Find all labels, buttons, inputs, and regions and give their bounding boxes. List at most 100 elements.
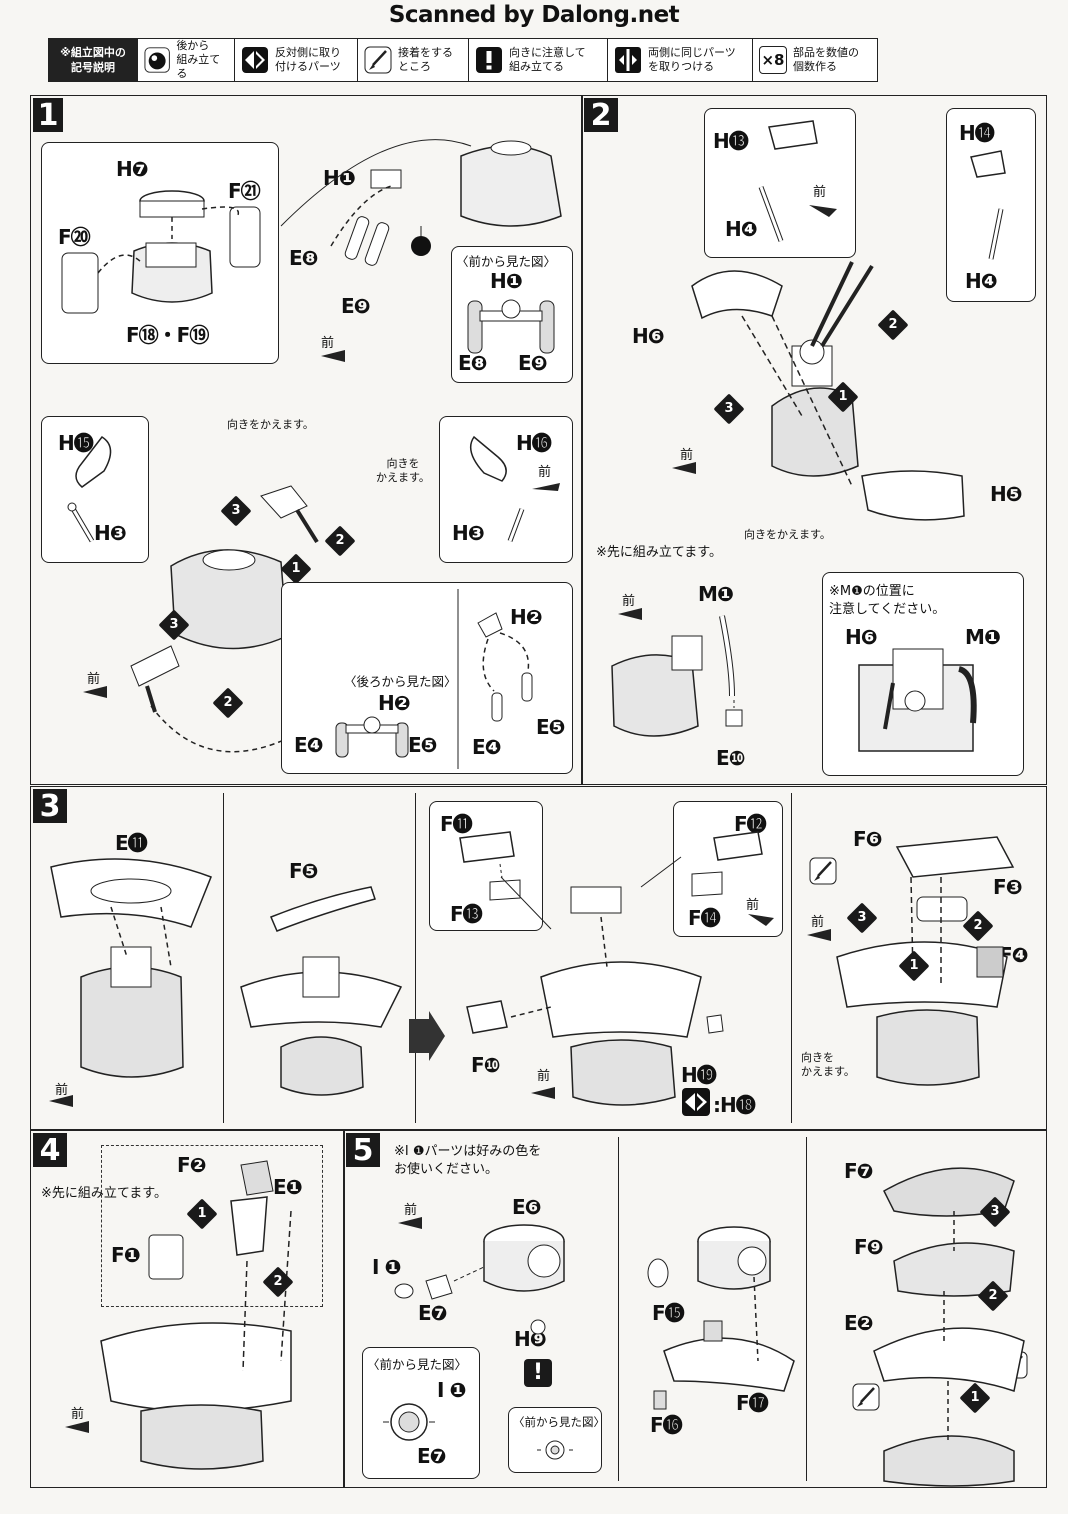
step-1-order-3a: 3 <box>220 495 252 527</box>
orientation-warning-icon: ! <box>524 1359 552 1387</box>
part-label-h6: H❻ <box>632 324 665 348</box>
turret-body-sketch-2 <box>691 261 965 521</box>
part-label-h3: H❸ <box>94 521 127 545</box>
step-1-order-1: 1 <box>280 553 312 585</box>
step-3-f11-box: F⓫ F⓭ <box>429 801 543 931</box>
part-label-e4-back: E❹ <box>294 733 324 757</box>
step-3-number: 3 <box>33 789 67 824</box>
step-1-h16-box: 向きを かえます。 H⓰ H❸ 前 <box>376 416 573 563</box>
front-label-3c: 前 <box>537 1069 551 1084</box>
legend-item-both-sides: 両側に同じパーツ を取りつける <box>608 38 753 82</box>
turret-top-stack-sketch <box>873 1167 1025 1487</box>
front-view-caption-5a: 〈前から見た図〉 <box>367 1357 468 1372</box>
legend-item-assemble-later: 後から 組み立てる <box>138 38 235 82</box>
part-label-f3: F❸ <box>993 875 1023 899</box>
part-label-h1: H❶ <box>323 166 356 190</box>
front-label-2b: 前 <box>680 448 694 463</box>
front-direction-arrow <box>321 350 345 362</box>
m1-note-sketch <box>858 648 977 752</box>
front-label-3d: 前 <box>811 915 825 930</box>
step-4-number: 4 <box>33 1133 67 1168</box>
step-4-pre-assembly-area <box>101 1145 323 1307</box>
front-label-5: 前 <box>404 1203 418 1218</box>
part-label-e11: E⓫ <box>115 831 148 855</box>
front-label-1b: 前 <box>538 465 552 480</box>
turret-body-sketch-3d <box>836 836 1015 1086</box>
part-label-e4: E❹ <box>472 735 502 759</box>
part-label-f7: F❼ <box>844 1159 874 1183</box>
front-label-1c: 前 <box>87 672 101 687</box>
step-5-number: 5 <box>346 1133 380 1168</box>
part-label-h3b: H❸ <box>452 521 485 545</box>
front-direction-arrow-2c <box>618 608 642 620</box>
front-direction-arrow-2b <box>672 462 696 474</box>
legend-text-6: 部品を数値の 個数作る <box>793 46 859 73</box>
front-direction-arrow-3d <box>807 929 831 941</box>
step-1-order-2b: 2 <box>212 687 244 719</box>
legend-item-quantity: ×8 部品を数値の 個数作る <box>753 38 878 82</box>
front-direction-arrow-4 <box>65 1421 89 1433</box>
part-label-f12: F⓬ <box>734 812 767 836</box>
f12-sketch <box>691 831 774 926</box>
part-label-f9: F❾ <box>854 1235 884 1259</box>
step-3-divider-2 <box>415 793 416 1123</box>
part-label-m1-note: M❶ <box>965 625 1001 649</box>
part-label-e2: E❷ <box>844 1311 874 1335</box>
front-label-3a: 前 <box>55 1083 69 1098</box>
front-label-1a: 前 <box>321 336 335 351</box>
part-label-h18: :H⓲ <box>713 1093 756 1117</box>
both-sides-icon <box>615 47 641 73</box>
h9-front-sketch <box>537 1440 573 1460</box>
front-direction-arrow-3c <box>531 1087 555 1099</box>
legend-text-1: 後から 組み立てる <box>176 39 221 80</box>
front-label-2a: 前 <box>813 185 827 200</box>
mirror-parts-icon <box>242 47 268 73</box>
step-5-order-3: 3 <box>979 1196 1011 1228</box>
part-label-h19: H⓳ <box>681 1063 717 1087</box>
part-label-e9: E❾ <box>341 294 371 318</box>
step-5-panel: 5 ※I ❶パーツは好みの色を お使いください。 前 E❻ I ❶ E❼ H❾ … <box>343 1130 1047 1488</box>
part-label-i1: I ❶ <box>372 1255 401 1279</box>
step-3-order-2: 2 <box>962 910 994 942</box>
gun-assembly-sketch <box>394 1224 565 1335</box>
step-5-order-2: 2 <box>977 1280 1009 1312</box>
part-label-f17: F⓱ <box>736 1391 769 1415</box>
turn-note-2a: 向きをかえます。 <box>744 528 831 541</box>
step-5-divider-2 <box>806 1137 807 1481</box>
part-label-h5: H❺ <box>990 482 1023 506</box>
front-label-4: 前 <box>71 1407 85 1422</box>
part-label-h4b: H❹ <box>965 269 998 293</box>
step-2-h13-box: H⓭ H❹ 前 <box>704 108 856 258</box>
turret-body-sketch-3c <box>466 856 724 1106</box>
step-2-order-2: 2 <box>877 309 909 341</box>
part-label-e7: E❼ <box>418 1301 448 1325</box>
front-direction-arrow-5 <box>398 1217 422 1229</box>
front-view-caption-5b: 〈前から見た図〉 <box>513 1415 605 1429</box>
step-3-panel: 3 E⓫ 前 F❺ F⓫ F⓭ F⓬ F⓮ 前 <box>30 786 1047 1130</box>
step-4-panel: 4 ※先に組み立てます。 F❷ E❶ F❶ 1 2 前 <box>30 1130 345 1488</box>
part-label-f14: F⓮ <box>688 906 721 930</box>
legend-item-mirror: 反対側に取り 付けるパーツ <box>235 38 358 82</box>
glue-brush-icon-5a <box>852 1383 880 1411</box>
step-1-back-view-box: 〈後ろから見た図〉 H❷ E❹ E❺ H❷ E❺ E❹ <box>281 582 573 774</box>
mirror-parts-icon <box>682 1088 710 1116</box>
h15-sketch <box>67 436 112 543</box>
symbol-legend: ※組立図中の 記号説明 後から 組み立てる 反対側に取り 付けるパーツ 接着をす… <box>48 38 878 82</box>
legend-text-3: 接着をする ところ <box>398 46 453 73</box>
i1-front-sketch <box>383 1403 435 1441</box>
step-2-m1-note-box: ※M❶の位置に 注意してください。 H❻ M❶ <box>822 572 1024 776</box>
part-label-h15: H⓯ <box>58 431 94 455</box>
exclamation-icon <box>476 47 502 73</box>
step-2-h14-box: H⓮ H❹ <box>946 108 1036 302</box>
part-label-f15: F⓯ <box>652 1301 685 1325</box>
part-label-h2-back: H❷ <box>378 691 411 715</box>
h14-sketch <box>970 150 1006 260</box>
scan-watermark: Scanned by Dalong.net <box>388 2 680 28</box>
step-5-front-view-box-a: 〈前から見た図〉 I ❶ E❼ <box>362 1347 480 1479</box>
step-1-order-3b: 3 <box>158 609 190 641</box>
pre-assemble-note-2: ※先に組み立てます。 <box>596 545 722 560</box>
step-4-order-1: 1 <box>186 1198 218 1230</box>
part-label-h2: H❷ <box>510 605 543 629</box>
turret-body-sketch-3a <box>50 858 212 1078</box>
turret-body-sketch-4 <box>100 1160 292 1470</box>
